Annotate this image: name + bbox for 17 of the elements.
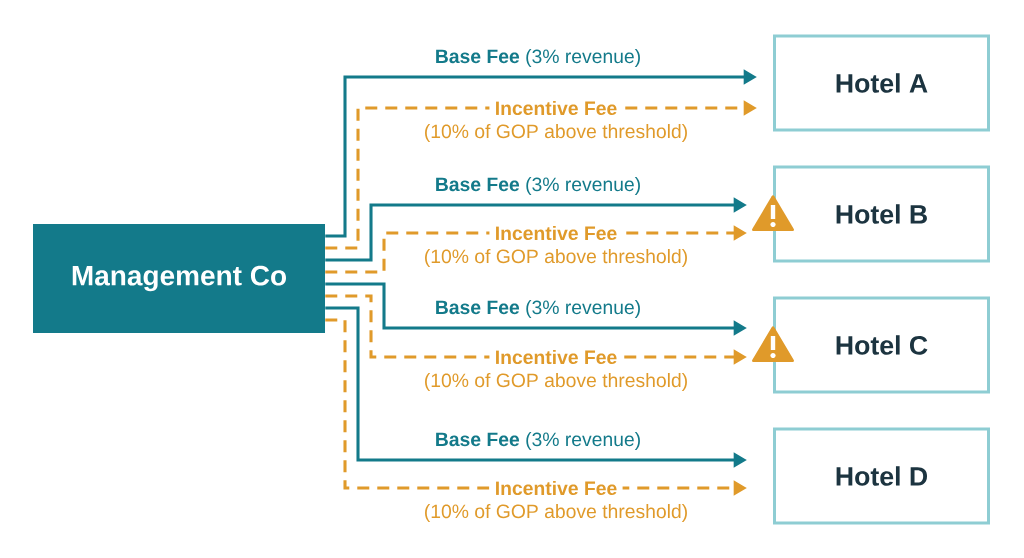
hotel-box: Hotel D: [773, 427, 990, 525]
hotel-box: Hotel B: [773, 165, 990, 263]
fee-note: (10% of GOP above threshold): [425, 249, 687, 267]
hotel-box: Hotel A: [773, 34, 990, 132]
fee-note: (10% of GOP above threshold): [425, 373, 687, 392]
fee-note: (10% of GOP above threshold): [425, 504, 687, 523]
edge-label: Incentive Fee: [496, 480, 617, 496]
hotel-box: Hotel C: [773, 296, 990, 394]
fee-note: (10% of GOP above threshold): [425, 124, 687, 142]
edge-label: Base Fee (3% revenue): [436, 300, 640, 319]
edge-label: Incentive Fee: [496, 349, 617, 365]
edge-label: Base Fee (3% revenue): [436, 49, 640, 67]
edge-label: Incentive Fee: [496, 100, 617, 116]
management-box: Management Co: [33, 224, 325, 333]
edge-label: Base Fee (3% revenue): [436, 432, 640, 451]
edge-label: Base Fee (3% revenue): [436, 177, 640, 195]
edge-label: Incentive Fee: [496, 225, 617, 241]
